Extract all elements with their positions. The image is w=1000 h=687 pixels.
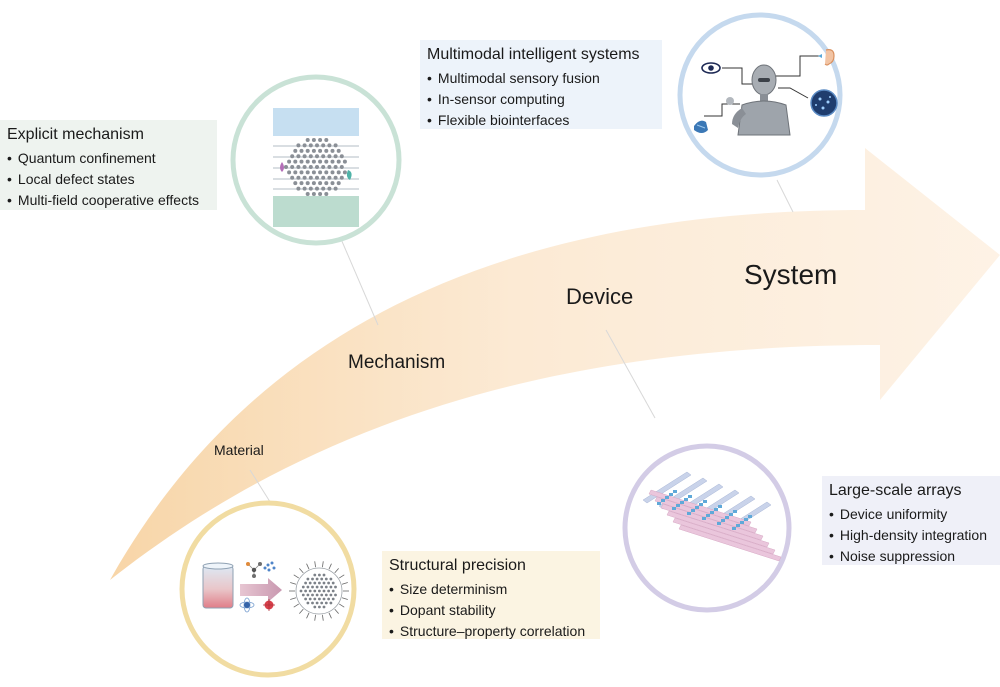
mechanism-info-box: Explicit mechanism Quantum confinement L… [0, 120, 217, 210]
eye-icon [701, 62, 721, 74]
progress-arrow [110, 148, 1000, 580]
stage-label-device: Device [566, 284, 634, 309]
robot-figure [726, 64, 791, 136]
beaker-icon [202, 562, 234, 609]
ear-icon [818, 49, 835, 66]
system-item: Flexible biointerfaces [427, 110, 654, 131]
system-item: Multimodal sensory fusion [427, 68, 654, 89]
material-illustration [179, 500, 357, 678]
atom-icon [239, 597, 255, 613]
material-box-title: Structural precision [389, 557, 526, 574]
hand-sensor-icon [694, 120, 708, 133]
material-item: Dopant stability [389, 600, 592, 621]
connector-lines [249, 179, 794, 506]
mechanism-item: Multi-field cooperative effects [7, 190, 209, 211]
material-info-box: Structural precision Size determinism Do… [382, 551, 600, 639]
dopant-icon [263, 599, 275, 611]
mechanism-item: Local defect states [7, 169, 209, 190]
stage-label-mechanism: Mechanism [348, 352, 446, 373]
device-item: Noise suppression [829, 546, 992, 567]
material-item: Structure–property correlation [389, 621, 592, 642]
material-item: Size determinism [389, 579, 592, 600]
system-illustration [677, 12, 843, 178]
system-item: In-sensor computing [427, 89, 654, 110]
mechanism-illustration [230, 74, 402, 246]
device-box-title: Large-scale arrays [829, 482, 962, 499]
device-item: High-density integration [829, 525, 992, 546]
mechanism-item: Quantum confinement [7, 148, 209, 169]
mechanism-box-title: Explicit mechanism [7, 126, 144, 143]
device-info-box: Large-scale arrays Device uniformity Hig… [822, 476, 1000, 565]
system-box-title: Multimodal intelligent systems [427, 46, 640, 63]
stage-label-system: System [744, 259, 838, 290]
neural-sphere-icon [810, 89, 838, 117]
stage-label-material: Material [214, 442, 264, 458]
system-info-box: Multimodal intelligent systems Multimoda… [420, 40, 662, 129]
device-item: Device uniformity [829, 504, 992, 525]
device-illustration [622, 443, 792, 613]
